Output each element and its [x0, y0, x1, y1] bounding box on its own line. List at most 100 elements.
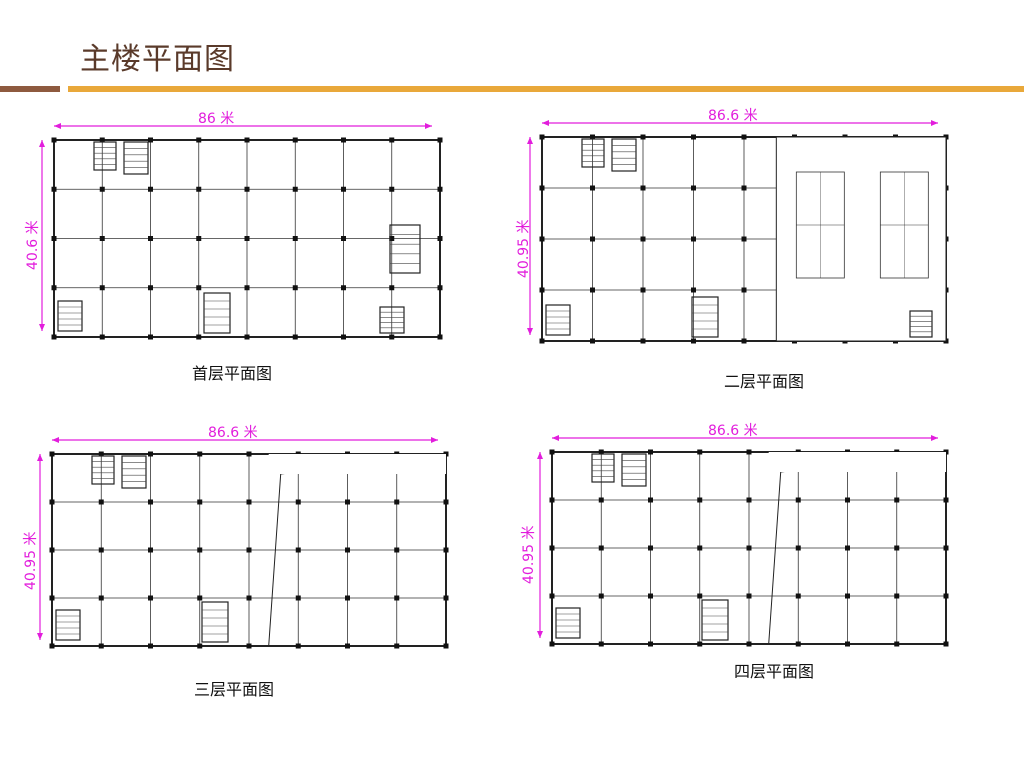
column [648, 497, 653, 503]
column [394, 499, 400, 505]
column [795, 641, 801, 647]
column [691, 185, 696, 191]
column [746, 449, 752, 455]
column [389, 186, 395, 192]
column [148, 595, 153, 601]
column [51, 137, 57, 143]
plan-3-caption: 三层平面图 [194, 680, 275, 699]
column [99, 236, 105, 241]
plan-3-drawing [37, 437, 449, 649]
roof-mask [768, 452, 946, 472]
plan-1-floor-plan [36, 118, 446, 343]
roof-mask [268, 454, 446, 474]
stair-core-top [123, 141, 149, 175]
column [598, 593, 604, 599]
column [246, 547, 252, 553]
column [98, 595, 104, 601]
stair-core-bottom [201, 601, 229, 643]
column [943, 545, 949, 551]
column [845, 593, 850, 599]
column [389, 137, 395, 143]
title-rule-left [0, 86, 60, 92]
column [295, 643, 301, 649]
column [292, 186, 298, 192]
service-room [91, 455, 115, 485]
column [51, 285, 57, 291]
column [746, 593, 752, 599]
plan-4-caption: 四层平面图 [734, 662, 815, 681]
column [943, 641, 949, 647]
plan-4-floor-plan [534, 430, 952, 650]
column [389, 285, 395, 291]
column [196, 334, 202, 340]
column [148, 334, 153, 340]
column [341, 334, 346, 340]
column [795, 497, 801, 503]
column [741, 236, 747, 242]
column [746, 641, 752, 647]
column [51, 186, 57, 192]
column [795, 545, 801, 551]
column [746, 545, 752, 551]
column [246, 451, 252, 457]
column [148, 547, 153, 553]
plan-1-drawing [39, 123, 443, 340]
stair-core-left [545, 304, 571, 336]
column [640, 134, 646, 140]
column [697, 593, 703, 599]
column [389, 236, 395, 241]
plan-2-drawing [527, 120, 949, 344]
column [437, 236, 443, 241]
column [697, 641, 703, 647]
service-room [581, 138, 605, 168]
column [244, 285, 250, 291]
column [598, 449, 604, 455]
column [943, 497, 949, 503]
column [196, 186, 202, 192]
column [99, 334, 105, 340]
column [394, 643, 400, 649]
plan-1-caption: 首层平面图 [192, 364, 273, 383]
column [98, 547, 104, 553]
column [148, 186, 153, 192]
column [148, 236, 153, 241]
column [598, 497, 604, 503]
column [49, 643, 55, 649]
column [691, 236, 696, 242]
column [648, 593, 653, 599]
column [598, 641, 604, 647]
column [590, 185, 595, 191]
column [295, 499, 301, 505]
stair-core-right [389, 224, 421, 274]
column [99, 285, 105, 291]
plan-2-caption: 二层平面图 [724, 372, 805, 391]
column [197, 499, 203, 505]
column [197, 595, 203, 601]
column [648, 449, 653, 455]
column [246, 499, 252, 505]
column [49, 595, 55, 601]
column [98, 451, 104, 457]
structural-columns [51, 137, 443, 340]
column [894, 545, 900, 551]
column [437, 137, 443, 143]
column [244, 334, 250, 340]
plan-4-drawing [537, 435, 949, 647]
column [691, 134, 696, 140]
column [640, 287, 646, 293]
column [741, 134, 747, 140]
stair-core-bottom [203, 292, 231, 334]
column [648, 641, 653, 647]
column [389, 334, 395, 340]
stair-core-top [611, 138, 637, 172]
column [148, 285, 153, 291]
column [894, 593, 900, 599]
column [640, 236, 646, 242]
column [697, 449, 703, 455]
column [894, 641, 900, 647]
column [345, 499, 350, 505]
column [244, 236, 250, 241]
column [590, 287, 595, 293]
entrance-core [379, 306, 405, 334]
stair-core-top [621, 453, 647, 487]
